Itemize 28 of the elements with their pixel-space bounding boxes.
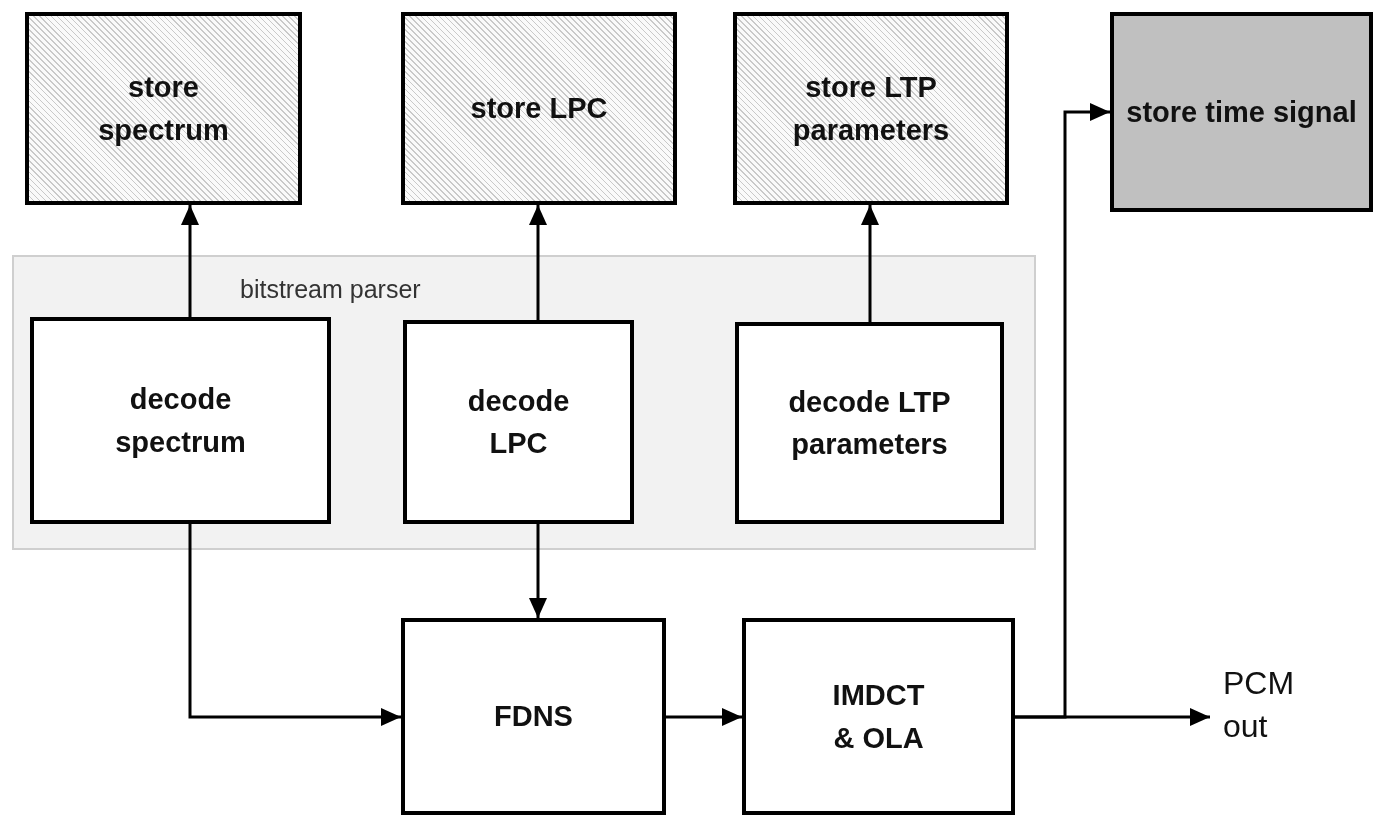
arrow: [1015, 103, 1110, 719]
storage-box: [25, 12, 302, 205]
process-box: [742, 618, 1015, 815]
arrow: [529, 524, 547, 618]
storage-box: [733, 12, 1009, 205]
arrow: [529, 205, 547, 320]
box-label: store spectrum: [97, 70, 230, 148]
box-label: store LTP parameters: [791, 70, 951, 148]
box-label: FDNS: [493, 699, 574, 735]
group-band: [12, 255, 1036, 550]
process-box: [30, 317, 331, 524]
process-box: [403, 320, 634, 524]
process-box: [401, 618, 666, 815]
box-label: decode LTP parameters: [787, 384, 952, 462]
box-label: decode spectrum: [114, 382, 247, 460]
arrow: [181, 205, 199, 317]
output-label: PCM out: [1223, 663, 1296, 746]
storage-box: [1110, 12, 1373, 212]
box-label: IMDCT & OLA: [831, 678, 926, 756]
arrow: [666, 708, 742, 726]
arrow: [188, 524, 401, 726]
process-box: [735, 322, 1004, 524]
box-label: store time signal: [1125, 94, 1358, 130]
group-label: bitstream parser: [240, 275, 421, 304]
storage-box: [401, 12, 677, 205]
box-label: store LPC: [469, 91, 609, 127]
arrow: [861, 205, 879, 322]
box-label: decode LPC: [466, 383, 571, 461]
